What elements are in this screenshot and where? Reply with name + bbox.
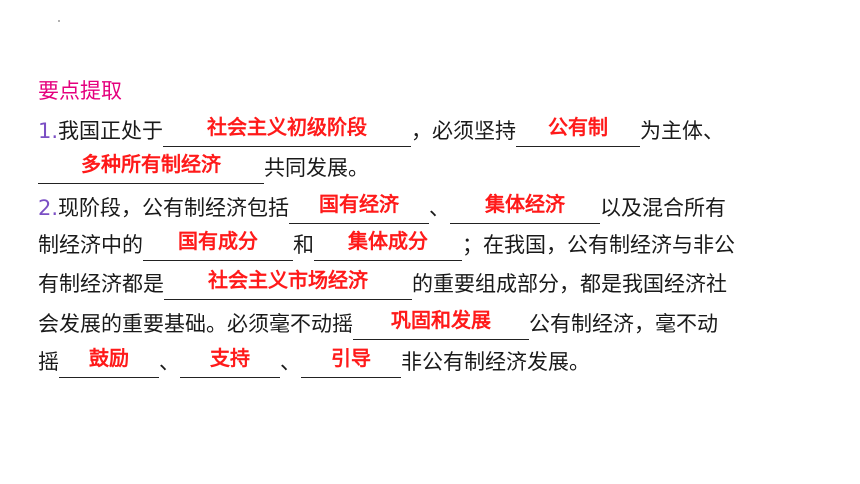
item-2-line-5: 摇 鼓励 、 支持 、 引导 非公有制经济发展。 <box>38 346 590 378</box>
item-2-text-3: 以及混合所有 <box>600 196 727 220</box>
item-2-blank-1: 国有经济 <box>289 192 430 224</box>
item-2-blank-2: 集体经济 <box>450 192 601 224</box>
item-2-line-4: 会发展的重要基础。必须毫不动摇 巩固和发展 公有制经济，毫不动 <box>38 308 718 340</box>
item-2-blank-8: 支持 <box>180 346 280 378</box>
item-1-blank-2: 公有制 <box>516 115 641 147</box>
item-1-answer-2: 公有制 <box>548 115 609 139</box>
item-2-answer-3: 国有成分 <box>178 229 258 253</box>
item-2-blank-5: 社会主义市场经济 <box>164 268 412 300</box>
item-2-blank-9: 引导 <box>301 346 401 378</box>
item-1-text-2: ，必须坚持 <box>411 119 517 143</box>
item-1-line-1: 1.我国正处于 社会主义初级阶段 ，必须坚持 公有制 为主体、 <box>38 115 725 147</box>
item-2-text-7: 有制经济都是 <box>38 272 164 296</box>
item-2-text-4: 制经济中的 <box>38 233 143 257</box>
item-2-text-2: 、 <box>429 196 451 220</box>
item-2-line-2: 制经济中的 国有成分 和 集体成分 ；在我国，公有制经济与非公 <box>38 229 735 261</box>
item-2-text-10: 公有制经济，毫不动 <box>529 312 718 336</box>
item-2-text-1: 现阶段，公有制经济包括 <box>58 196 290 220</box>
item-1-number: 1. <box>38 119 59 143</box>
item-2-answer-8: 支持 <box>210 346 250 370</box>
item-2-line-3: 有制经济都是 社会主义市场经济 的重要组成部分，都是我国经济社 <box>38 268 727 300</box>
item-2-blank-7: 鼓励 <box>59 346 159 378</box>
item-2-answer-5: 社会主义市场经济 <box>208 268 368 292</box>
item-1-blank-3: 多种所有制经济 <box>38 152 264 184</box>
item-2-text-12: 、 <box>159 350 180 374</box>
item-2-text-5: 和 <box>293 233 314 257</box>
item-2-answer-1: 国有经济 <box>319 192 400 216</box>
item-2-number: 2. <box>38 196 59 220</box>
item-2-answer-7: 鼓励 <box>89 346 129 370</box>
item-2-blank-6: 巩固和发展 <box>353 308 529 340</box>
item-1-text-3: 为主体、 <box>640 119 725 143</box>
item-1-answer-1: 社会主义初级阶段 <box>207 115 368 139</box>
item-2-answer-4: 集体成分 <box>348 229 428 253</box>
item-2-text-11: 摇 <box>38 350 59 374</box>
item-2-text-8: 的重要组成部分，都是我国经济社 <box>412 272 727 296</box>
item-2-text-13: 、 <box>280 350 301 374</box>
item-1-line-2: 多种所有制经济 共同发展。 <box>38 152 369 184</box>
item-2-text-6: ；在我国，公有制经济与非公 <box>462 233 735 257</box>
item-2-blank-4: 集体成分 <box>314 229 462 261</box>
item-2-text-14: 非公有制经济发展。 <box>401 350 590 374</box>
item-1-text-1: 我国正处于 <box>58 119 164 143</box>
item-2-text-9: 会发展的重要基础。必须毫不动摇 <box>38 312 353 336</box>
section-heading: 要点提取 <box>38 79 122 103</box>
item-2-answer-6: 巩固和发展 <box>391 308 491 332</box>
decorative-dot <box>58 20 60 22</box>
item-2-answer-2: 集体经济 <box>485 192 566 216</box>
item-1-blank-1: 社会主义初级阶段 <box>163 115 412 147</box>
item-1-answer-3: 多种所有制经济 <box>81 152 221 176</box>
item-2-blank-3: 国有成分 <box>143 229 293 261</box>
item-2-answer-9: 引导 <box>331 346 371 370</box>
item-1-text-4: 共同发展。 <box>264 156 369 180</box>
item-2-line-1: 2.现阶段，公有制经济包括 国有经济 、 集体经济 以及混合所有 <box>38 192 727 224</box>
